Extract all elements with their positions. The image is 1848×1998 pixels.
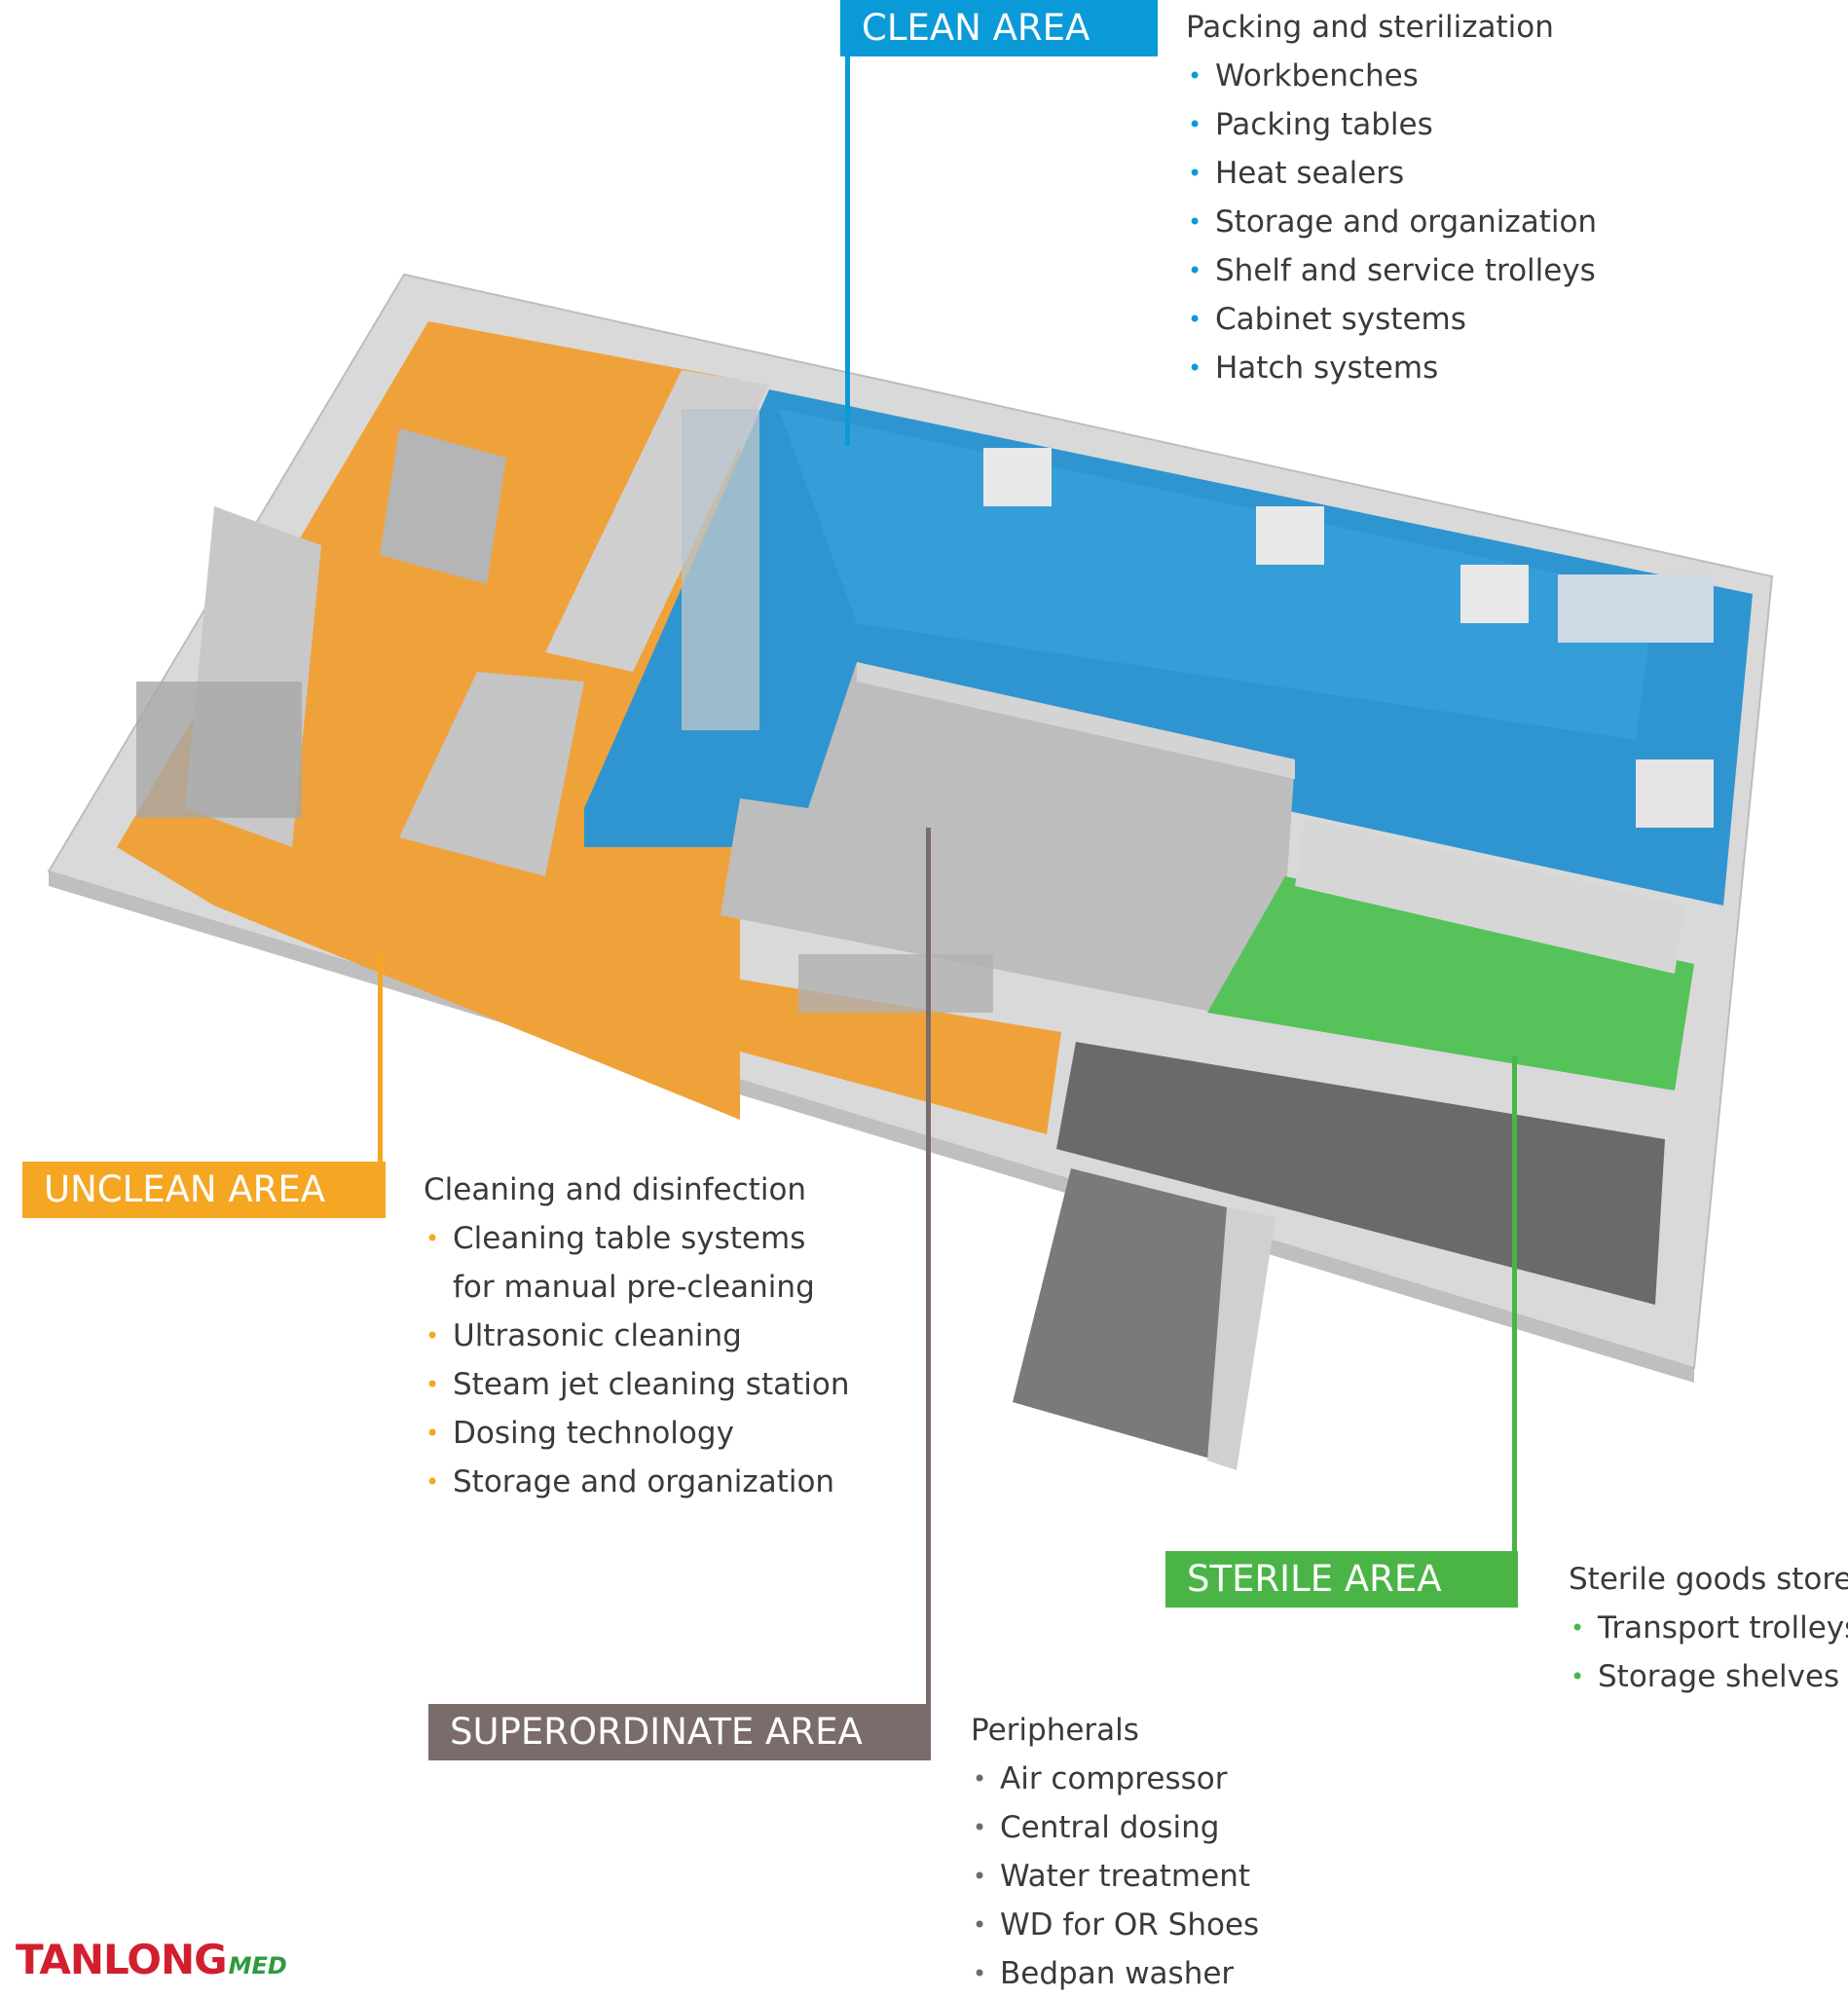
clean-item: Packing tables: [1186, 100, 1597, 149]
superordinate-item: WD for OR Shoes: [971, 1901, 1259, 1949]
superordinate-block: [721, 662, 1295, 1013]
unclean-leader-line: [378, 954, 383, 1164]
brand-logo: TANLONGMED: [16, 1936, 287, 1983]
unclean-item-continued: for manual pre-cleaning: [453, 1270, 815, 1305]
superordinate-area-tag: SUPERORDINATE AREA: [428, 1704, 931, 1760]
clean-item: Shelf and service trolleys: [1186, 246, 1597, 295]
ramp-wall: [1207, 1207, 1275, 1470]
clean-item: Cabinet systems: [1186, 295, 1597, 344]
sterile-area-heading: Sterile goods store: [1569, 1562, 1848, 1597]
superordinate-item: Water treatment: [971, 1852, 1259, 1901]
unclean-front-trolleys: [798, 954, 993, 1013]
superordinate-leader-line: [926, 828, 931, 1704]
logo-main-text: TANLONG: [16, 1936, 228, 1983]
clean-workbench-1: [983, 448, 1052, 506]
unclean-item: Storage and organization: [424, 1458, 850, 1506]
left-partition-block: [399, 672, 584, 876]
clean-shelf: [1558, 574, 1714, 643]
unclean-area-heading: Cleaning and disinfection: [424, 1172, 807, 1207]
clean-leader-line: [845, 56, 850, 446]
clean-desk: [1636, 759, 1714, 828]
unclean-item: Ultrasonic cleaning: [424, 1312, 850, 1360]
clean-area-list: Packing and sterilization Workbenches Pa…: [1186, 3, 1597, 392]
unclean-area-floor: [117, 321, 740, 1120]
clean-item: Hatch systems: [1186, 344, 1597, 392]
sterile-item: Storage shelves: [1569, 1652, 1848, 1701]
sterile-area-tag: STERILE AREA: [1165, 1551, 1518, 1608]
ramp-floor: [1013, 1168, 1266, 1461]
clean-workbench-2: [1256, 506, 1324, 565]
unclean-item: Dosing technology: [424, 1409, 850, 1458]
clean-area-heading: Packing and sterilization: [1186, 10, 1554, 45]
superordinate-item: Bedpan washer: [971, 1949, 1259, 1998]
clean-item: Heat sealers: [1186, 149, 1597, 198]
sterile-sterilizers: [1295, 818, 1684, 974]
sterile-area-list: Sterile goods store Transport trolleys S…: [1569, 1555, 1848, 1701]
clean-item: Storage and organization: [1186, 198, 1597, 246]
unclean-area-list: Cleaning and disinfection Cleaning table…: [424, 1166, 850, 1506]
logo-sub-text: MED: [228, 1952, 287, 1980]
superordinate-block-top: [857, 662, 1295, 779]
clean-trolley-row: [682, 409, 759, 730]
unclean-sink-row: [380, 428, 506, 584]
clean-area-tag: CLEAN AREA: [840, 0, 1158, 56]
clean-item: Workbenches: [1186, 52, 1597, 100]
superordinate-area-heading: Peripherals: [971, 1713, 1139, 1748]
superordinate-item: Central dosing: [971, 1803, 1259, 1852]
unclean-item: Steam jet cleaning station: [424, 1360, 850, 1409]
unclean-item: Cleaning table systems: [424, 1214, 850, 1263]
sterile-item: Transport trolleys: [1569, 1604, 1848, 1652]
sterile-area-floor: [1207, 876, 1694, 1091]
unclean-trolleys: [136, 682, 302, 818]
superordinate-item: Air compressor: [971, 1755, 1259, 1803]
superordinate-area-list: Peripherals Air compressor Central dosin…: [971, 1706, 1259, 1998]
unclean-area-floor-front: [409, 925, 1061, 1134]
unclean-area-tag: UNCLEAN AREA: [22, 1162, 386, 1218]
sterile-leader-line: [1512, 1056, 1517, 1553]
clean-workbench-3: [1460, 565, 1529, 623]
